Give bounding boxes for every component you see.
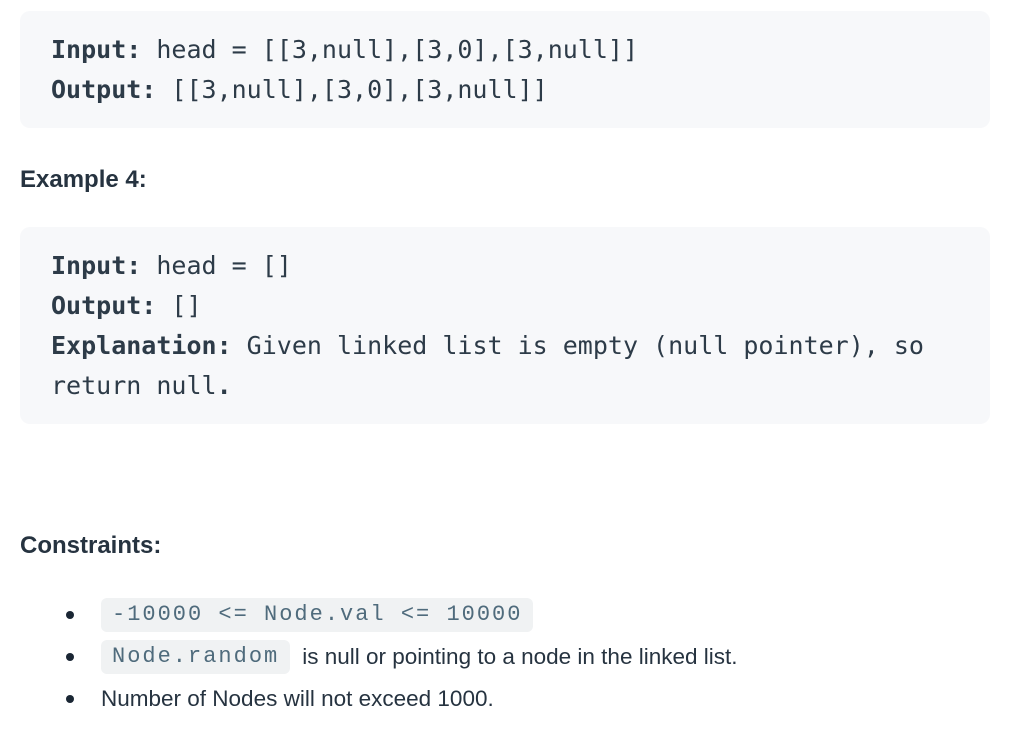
constraint-item-node-count: Number of Nodes will not exceed 1000. [20,682,990,716]
input-value: head = [[3,null],[3,0],[3,null]] [141,35,639,64]
output-value: [] [156,291,202,320]
constraints-heading: Constraints: [20,532,162,559]
example-4-code-block: Input: head = [] Output: [] Explanation:… [20,227,990,424]
code-line-explanation-continued: return null. [51,366,960,406]
constraint-code: Node.random [101,640,291,674]
constraint-code: -10000 <= Node.val <= 10000 [101,598,534,632]
bullet-icon [66,653,74,661]
output-label: Output: [51,291,157,320]
bullet-icon [66,695,74,703]
input-label: Input: [51,251,142,280]
example-3-code-block: Input: head = [[3,null],[3,0],[3,null]] … [20,11,990,128]
code-line-explanation: Explanation: Given linked list is empty … [51,326,960,366]
explanation-value-continued: return null [51,371,217,400]
code-line-output: Output: [] [51,286,960,326]
output-label: Output: [51,75,157,104]
constraint-text: is null or pointing to a node in the lin… [302,644,738,669]
constraint-item-node-random: Node.random is null or pointing to a nod… [20,640,990,674]
constraint-text: Number of Nodes will not exceed 1000. [101,686,494,711]
explanation-period: . [216,371,232,400]
explanation-value: Given linked list is empty (null pointer… [231,331,924,360]
input-label: Input: [51,35,142,64]
input-value: head = [] [141,251,292,280]
output-value: [[3,null],[3,0],[3,null]] [156,75,548,104]
code-line-output: Output: [[3,null],[3,0],[3,null]] [51,70,960,110]
constraints-list: -10000 <= Node.val <= 10000 Node.random … [20,598,990,716]
code-line-input: Input: head = [[3,null],[3,0],[3,null]] [51,30,960,70]
bullet-icon [66,611,74,619]
code-line-input: Input: head = [] [51,246,960,286]
example-4-heading: Example 4: [20,166,147,193]
constraint-item-node-val-range: -10000 <= Node.val <= 10000 [20,598,990,632]
explanation-label: Explanation: [51,331,232,360]
